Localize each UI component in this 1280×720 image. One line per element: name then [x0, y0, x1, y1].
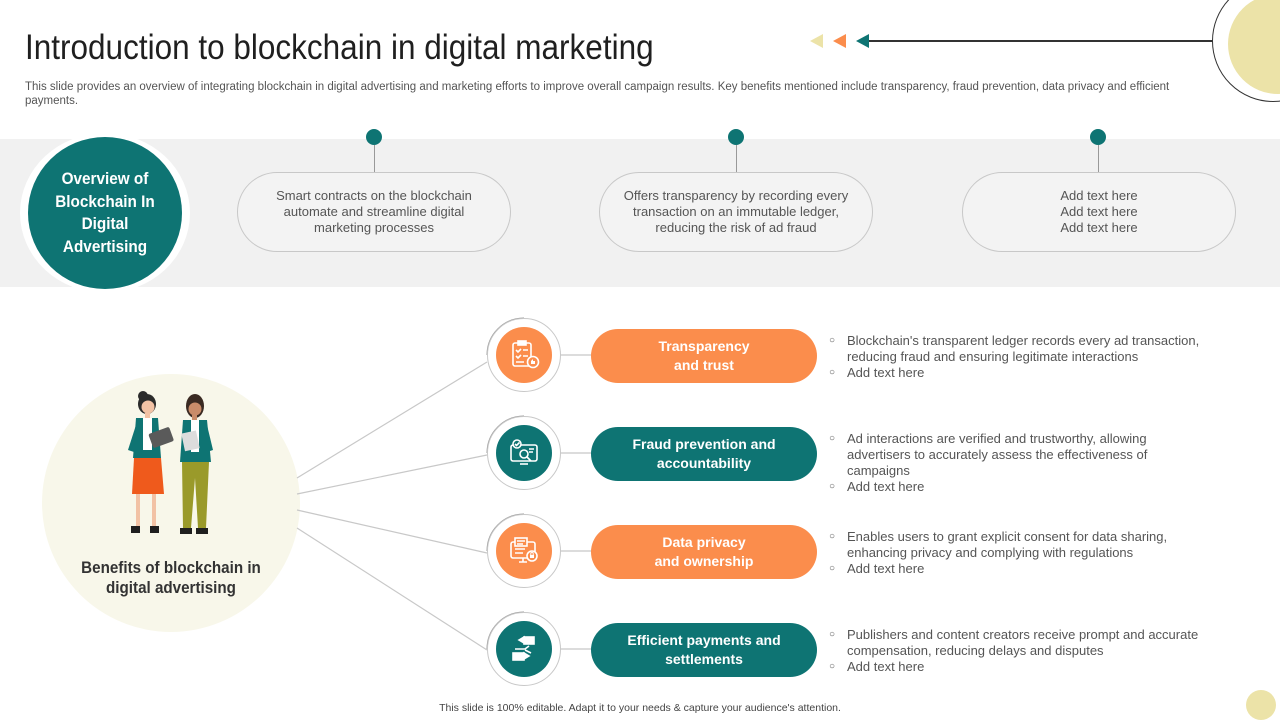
card-connector [1098, 145, 1099, 172]
decor-arrow-line [868, 40, 1213, 42]
connector-line-3 [296, 509, 488, 554]
bullet-item: Ad interactions are verified and trustwo… [829, 431, 1209, 479]
decor-arrow-orange-icon [833, 34, 846, 48]
overview-badge: Overview of Blockchain In Digital Advert… [28, 137, 182, 289]
benefit-label-transparency: Transparency and trust [591, 329, 817, 383]
benefit-icon-badge [496, 621, 552, 677]
overview-card-1: Smart contracts on the blockchain automa… [237, 172, 511, 252]
bullet-item: Enables users to grant explicit consent … [829, 529, 1209, 561]
decor-arrow-teal-icon [856, 34, 869, 48]
benefit-bullets-1: Blockchain's transparent ledger records … [829, 333, 1209, 381]
benefit-icon-badge [496, 327, 552, 383]
bullet-item: Publishers and content creators receive … [829, 627, 1209, 659]
decor-disc-bottom [1246, 690, 1276, 720]
connector-line-1 [296, 361, 488, 479]
decor-arrow-cream-icon [810, 34, 823, 48]
page-title: Introduction to blockchain in digital ma… [25, 28, 654, 67]
card-dot [366, 129, 382, 145]
benefit-bullets-4: Publishers and content creators receive … [829, 627, 1209, 675]
secure-data-icon [510, 537, 538, 563]
bullet-item: Add text here [829, 659, 1209, 675]
benefits-heading: Benefits of blockchain in digital advert… [81, 559, 261, 597]
benefit-icon-badge [496, 523, 552, 579]
page-subtitle: This slide provides an overview of integ… [25, 81, 1170, 107]
card-dot [1090, 129, 1106, 145]
card-dot [728, 129, 744, 145]
bullet-item: Add text here [829, 365, 1209, 381]
verified-search-icon [510, 439, 538, 465]
benefit-icon-badge [496, 425, 552, 481]
benefits-hub [42, 374, 300, 632]
bullet-item: Blockchain's transparent ledger records … [829, 333, 1209, 365]
bullet-item: Add text here [829, 561, 1209, 577]
bullet-item: Add text here [829, 479, 1209, 495]
payment-exchange-icon [512, 635, 535, 661]
benefit-bullets-3: Enables users to grant explicit consent … [829, 529, 1209, 577]
benefit-label-fraud: Fraud prevention and accountability [591, 427, 817, 481]
benefit-bullets-2: Ad interactions are verified and trustwo… [829, 431, 1209, 495]
card-connector [374, 145, 375, 172]
overview-card-3: Add text here Add text here Add text her… [962, 172, 1236, 252]
businesswomen-illustration [128, 391, 213, 534]
overview-card-2: Offers transparency by recording every t… [599, 172, 873, 252]
card-connector [736, 145, 737, 172]
benefit-label-payments: Efficient payments and settlements [591, 623, 817, 677]
footer-note: This slide is 100% editable. Adapt it to… [439, 702, 841, 714]
connector-line-4 [296, 527, 488, 651]
overview-heading: Overview of Blockchain In Digital Advert… [55, 169, 155, 256]
connector-line-2 [296, 454, 488, 495]
benefit-label-privacy: Data privacy and ownership [591, 525, 817, 579]
checklist-like-icon [512, 340, 540, 369]
